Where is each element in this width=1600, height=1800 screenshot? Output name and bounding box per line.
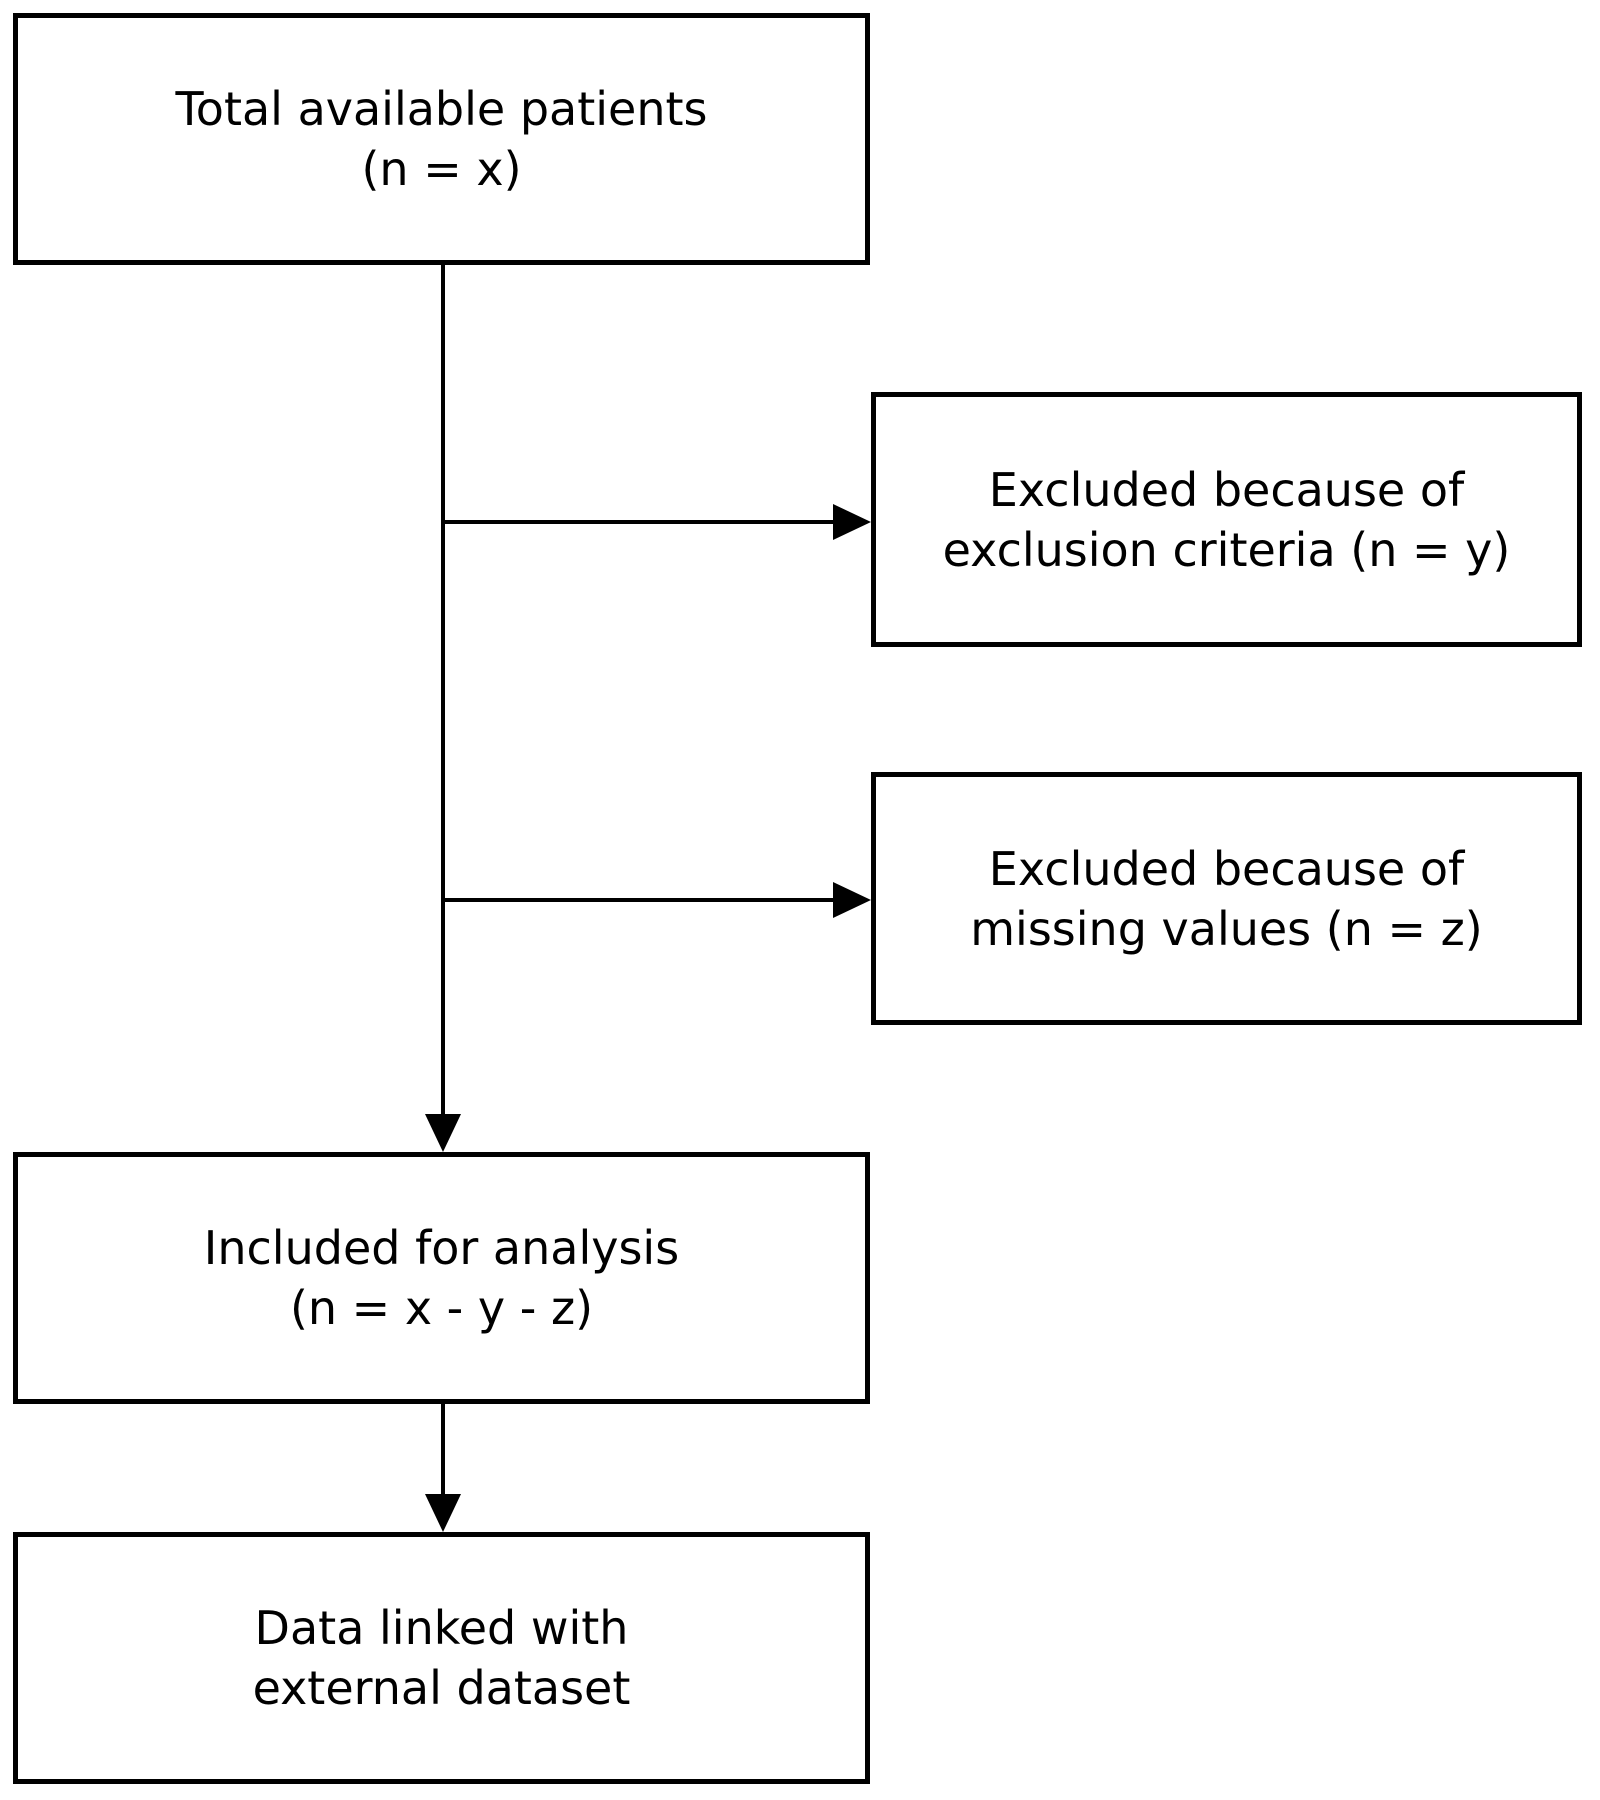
node-excluded-exclusion-criteria: Excluded because of exclusion criteria (… bbox=[871, 392, 1582, 647]
arrowhead-down-icon bbox=[425, 1114, 461, 1152]
node-included-for-analysis: Included for analysis (n = x - y - z) bbox=[13, 1152, 870, 1404]
node-excluded-missing-values: Excluded because of missing values (n = … bbox=[871, 772, 1582, 1025]
arrowhead-down-icon bbox=[425, 1494, 461, 1532]
node-label-line: Excluded because of bbox=[988, 462, 1465, 517]
node-label-line: external dataset bbox=[252, 1661, 631, 1715]
arrowhead-right-icon bbox=[833, 882, 871, 918]
edge-total-to-excluded-criteria-line bbox=[443, 520, 835, 524]
node-label-line: Total available patients bbox=[175, 82, 708, 136]
node-label-line: exclusion criteria (n = y) bbox=[942, 522, 1511, 577]
node-data-linked-external-dataset: Data linked with external dataset bbox=[13, 1532, 870, 1784]
node-label-line: Data linked with bbox=[254, 1601, 629, 1655]
edge-total-to-included-line bbox=[441, 265, 445, 1118]
edge-included-to-linked-line bbox=[441, 1404, 445, 1498]
node-label-line: Excluded because of bbox=[988, 841, 1465, 896]
node-label-line: (n = x - y - z) bbox=[289, 1281, 594, 1335]
node-label-line: missing values (n = z) bbox=[970, 901, 1483, 956]
edge-total-to-excluded-missing-line bbox=[443, 898, 835, 902]
node-label-line: (n = x) bbox=[361, 142, 522, 196]
node-total-available-patients: Total available patients (n = x) bbox=[13, 13, 870, 265]
arrowhead-right-icon bbox=[833, 504, 871, 540]
node-label-line: Included for analysis bbox=[203, 1221, 680, 1275]
